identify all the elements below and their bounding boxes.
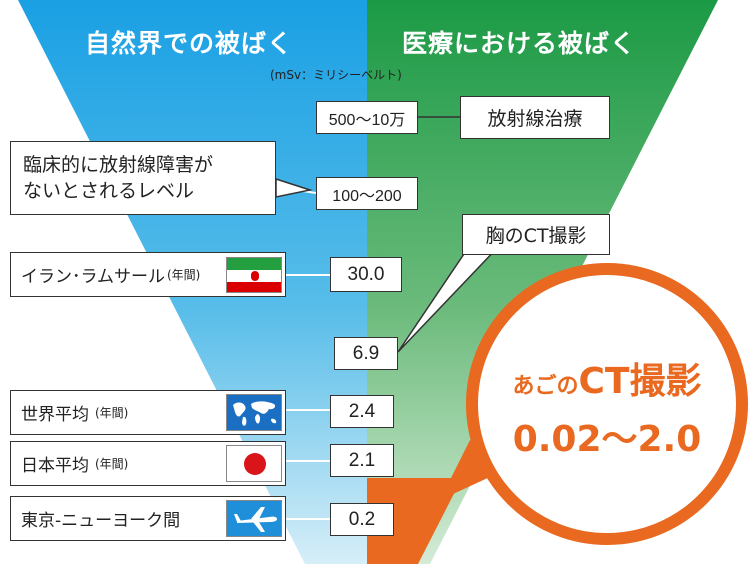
highlight-circle-tail (440, 440, 505, 500)
japan-flag-icon (226, 445, 282, 482)
value-box-radiotherapy: 500〜10万 (316, 101, 418, 134)
iran-flag-icon (226, 257, 282, 293)
highlight-title-big: CT撮影 (578, 361, 702, 402)
label-threshold-line1: 臨床的に放射線障害が (23, 154, 214, 176)
highlight-title: あごのCT撮影 (480, 352, 734, 404)
value-box-ramsar: 30.0 (330, 257, 402, 292)
world-map-icon (226, 394, 282, 431)
label-chest-ct: 胸のCT撮影 (462, 214, 610, 255)
airplane-icon (226, 500, 282, 537)
label-threshold-line2: ないとされるレベル (23, 180, 195, 202)
label-world-avg-text: 世界平均 (21, 405, 89, 425)
label-world-avg-sub: (年間) (95, 406, 129, 420)
label-ramsar-text: イラン･ラムサール (21, 267, 165, 287)
value-box-flight: 0.2 (330, 503, 394, 536)
label-ramsar-sub: (年間) (167, 268, 201, 282)
highlight-title-small: あごの (512, 374, 579, 399)
header-natural: 自然界での被ばく (85, 29, 294, 58)
callout-tail-threshold (275, 177, 313, 198)
value-box-threshold: 100〜200 (316, 177, 418, 210)
label-chest-ct-text: 胸のCT撮影 (485, 225, 587, 247)
jaw-ct-range-band (367, 478, 462, 564)
value-box-japan: 2.1 (330, 444, 394, 477)
label-threshold: 臨床的に放射線障害が ないとされるレベル (10, 141, 276, 215)
unit-label: (mSv：ミリシーベルト) (270, 68, 402, 82)
label-radiotherapy-text: 放射線治療 (487, 108, 583, 130)
header-medical: 医療における被ばく (402, 29, 637, 58)
label-radiotherapy: 放射線治療 (460, 96, 610, 139)
value-box-world: 2.4 (330, 395, 394, 428)
label-japan-avg-text: 日本平均 (21, 456, 89, 476)
label-flight-text: 東京-ニューヨーク間 (21, 511, 181, 531)
highlight-value: 0.02〜2.0 (512, 419, 702, 460)
label-japan-avg-sub: (年間) (95, 457, 129, 471)
highlight-circle (466, 263, 748, 545)
value-box-chest-ct: 6.9 (334, 337, 398, 370)
